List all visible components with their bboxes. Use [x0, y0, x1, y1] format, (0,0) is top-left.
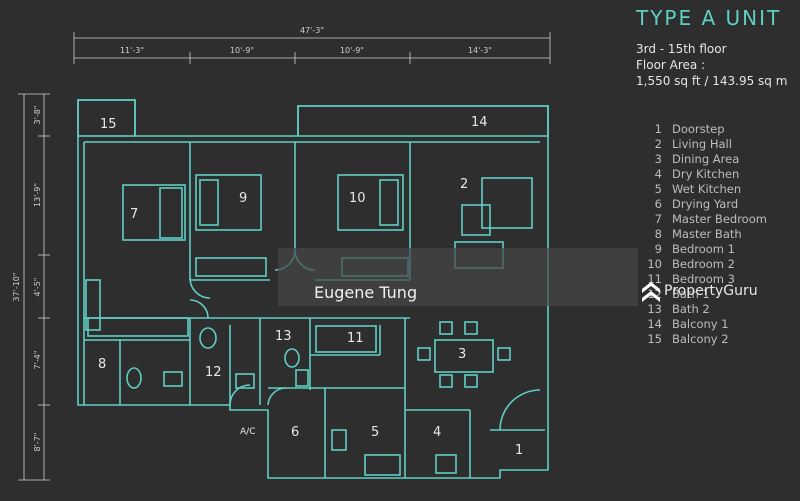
room-legend: 1 Doorstep 2 Living Hall 3 Dining Area 4 Dry Ki…: [646, 122, 767, 347]
legend-label: Bedroom 2: [672, 257, 735, 271]
legend-item: 9 Bedroom 1: [646, 242, 767, 257]
legend-item: 5 Wet Kitchen: [646, 182, 767, 197]
total-depth-label: 37'-10": [12, 272, 21, 301]
unit-title: TYPE A UNIT: [636, 6, 782, 30]
legend-label: Master Bath: [672, 227, 742, 241]
legend-number: 5: [654, 182, 662, 196]
legend-number: 13: [647, 302, 662, 316]
legend-label: Living Hall: [672, 137, 732, 151]
legend-number: 10: [647, 257, 662, 271]
legend-label: Wet Kitchen: [672, 182, 742, 196]
legend-number: 3: [654, 152, 662, 166]
total-width-label: 47'-3": [300, 26, 324, 35]
legend-label: Dining Area: [672, 152, 740, 166]
width-label-3: 10'-9": [340, 46, 364, 55]
legend-label: Balcony 2: [672, 332, 729, 346]
room-number-12: 12: [205, 365, 222, 380]
legend-item: 10 Bedroom 2: [646, 257, 767, 272]
room-number-14: 14: [471, 115, 488, 130]
room-number-1: 1: [515, 443, 523, 458]
legend-number: 15: [647, 332, 662, 346]
legend-label: Dry Kitchen: [672, 167, 740, 181]
floor-area-label: Floor Area :: [636, 58, 706, 72]
sofa: [481, 177, 533, 229]
depth-label-1: 3'-8": [33, 106, 42, 125]
width-label-1: 11'-3": [120, 46, 144, 55]
legend-item: 14 Balcony 1: [646, 317, 767, 332]
room-number-9: 9: [239, 191, 247, 206]
room-number-6: 6: [291, 425, 299, 440]
legend-item: 15 Balcony 2: [646, 332, 767, 347]
room-number-13: 13: [275, 329, 292, 344]
legend-item: 2 Living Hall: [646, 137, 767, 152]
room-number-11: 11: [347, 331, 364, 346]
outer-wall: [77, 99, 549, 479]
bedroom-2-bed: [337, 174, 404, 231]
legend-number: 8: [654, 227, 662, 241]
legend-label: Doorstep: [672, 122, 725, 136]
legend-label: Bedroom 1: [672, 242, 735, 256]
legend-item: 7 Master Bedroom: [646, 212, 767, 227]
depth-label-2: 13'-9": [33, 183, 42, 207]
room-number-3: 3: [458, 347, 466, 362]
room-number-2: 2: [460, 177, 468, 192]
legend-item: 3 Dining Area: [646, 152, 767, 167]
depth-label-4: 7'-4": [33, 351, 42, 370]
room-number-5: 5: [371, 425, 379, 440]
legend-label: Bedroom 3: [672, 272, 735, 286]
legend-item: 1 Doorstep: [646, 122, 767, 137]
floor-range: 3rd - 15th floor: [636, 42, 727, 56]
legend-item: 8 Master Bath: [646, 227, 767, 242]
legend-item: 6 Drying Yard: [646, 197, 767, 212]
depth-label-3: 4'-5": [33, 278, 42, 297]
room-number-15: 15: [100, 117, 117, 132]
legend-label: Balcony 1: [672, 317, 729, 331]
legend-number: 6: [654, 197, 662, 211]
legend-number: 4: [654, 167, 662, 181]
balcony-15-outline: [77, 99, 136, 137]
propertyguru-logo-icon: [642, 282, 660, 302]
dining-table: [434, 339, 494, 373]
room-number-8: 8: [98, 357, 106, 372]
bedroom-1-bed: [195, 174, 262, 231]
ac-label: A/C: [240, 427, 255, 437]
legend-number: 9: [654, 242, 662, 256]
master-bed: [122, 184, 186, 241]
width-label-4: 14'-3": [468, 46, 492, 55]
width-label-2: 10'-9": [230, 46, 254, 55]
legend-label: Bath 2: [672, 302, 710, 316]
legend-item: 13 Bath 2: [646, 302, 767, 317]
room-number-10: 10: [349, 191, 366, 206]
agent-name: Eugene Tung: [314, 283, 418, 302]
depth-label-5: 8'-7": [33, 433, 42, 452]
legend-label: Drying Yard: [672, 197, 739, 211]
legend-number: 14: [647, 317, 662, 331]
bedroom-3-bed: [315, 325, 377, 353]
legend-label: Bath 1: [672, 287, 710, 301]
legend-item: 4 Dry Kitchen: [646, 167, 767, 182]
balcony-14-outline: [297, 105, 549, 137]
room-number-4: 4: [433, 425, 441, 440]
propertyguru-brand: PropertyGuru: [664, 283, 758, 299]
legend-number: 1: [654, 122, 662, 136]
legend-label: Master Bedroom: [672, 212, 767, 226]
legend-number: 7: [654, 212, 662, 226]
legend-number: 2: [654, 137, 662, 151]
watermark-band: [278, 248, 638, 306]
floor-area-value: 1,550 sq ft / 143.95 sq m: [636, 74, 788, 88]
room-number-7: 7: [130, 207, 138, 222]
